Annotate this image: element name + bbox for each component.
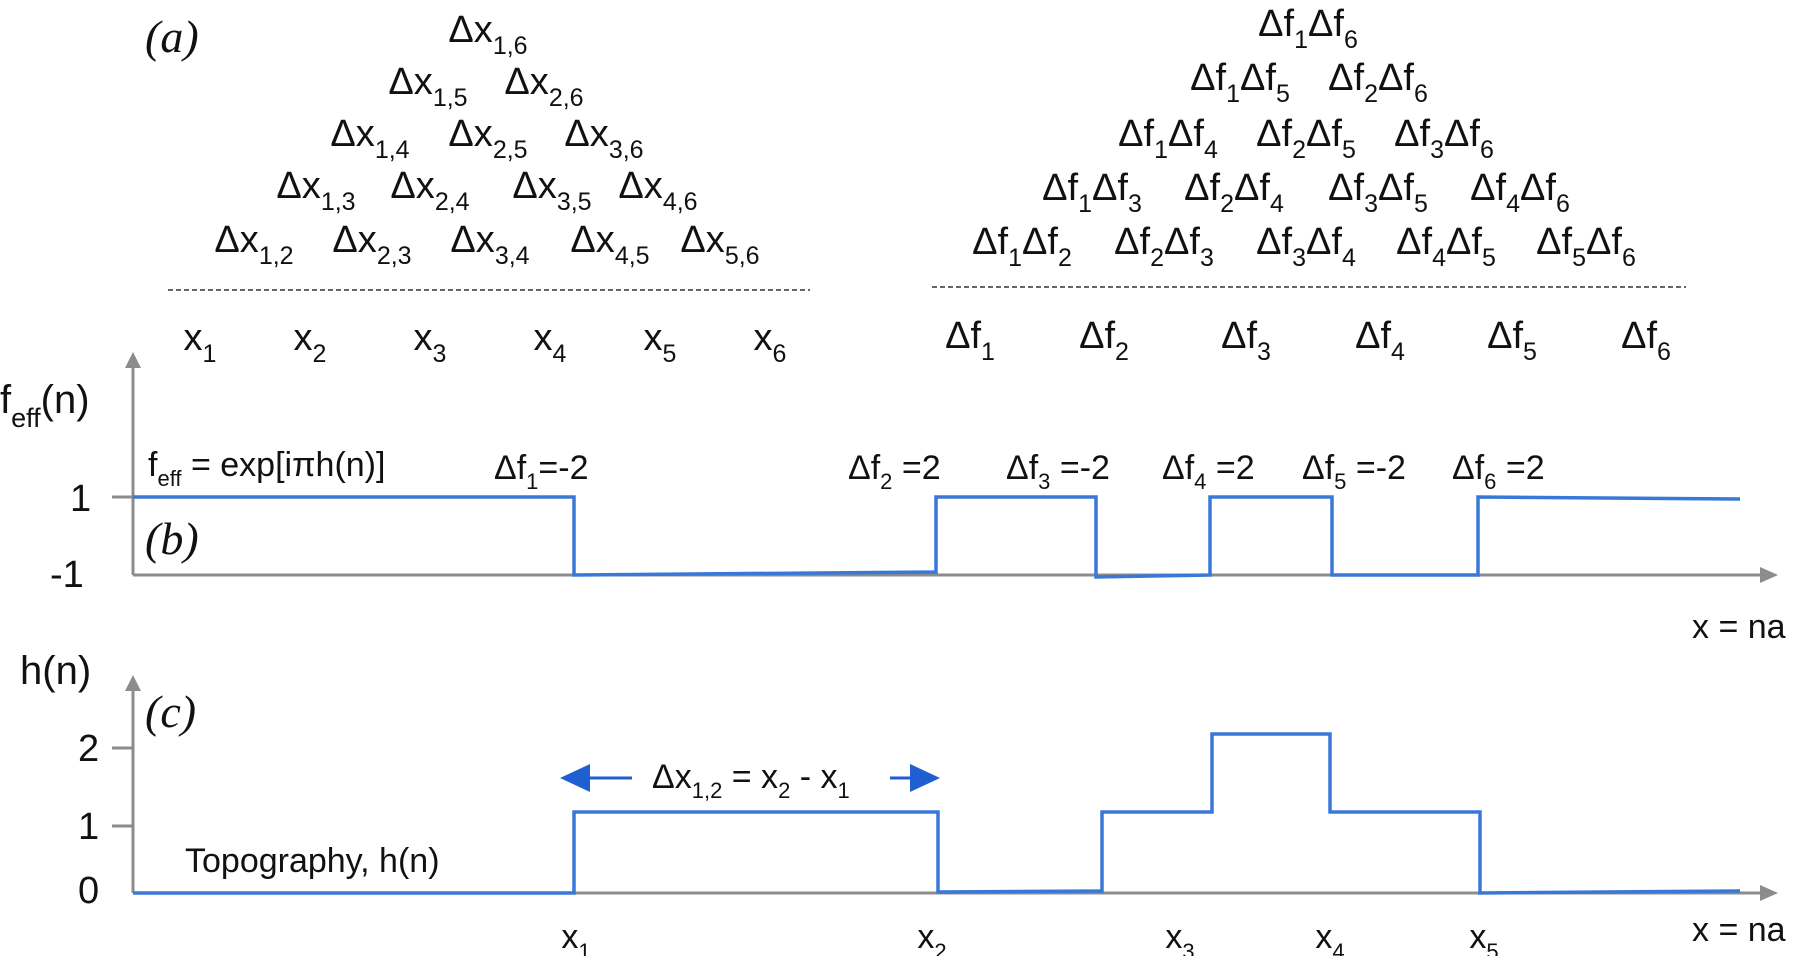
plot-b-xlabel: x = na <box>1692 608 1786 646</box>
delta-x-term: Δx1,3 <box>276 165 355 216</box>
delta-x12-span-arrow: Δx1,2 = x2 - x1 <box>560 758 940 803</box>
delta-f-label: Δf4 <box>1355 315 1405 366</box>
delta-f-product: Δf1Δf5 <box>1190 57 1290 108</box>
delta-f-step-label: Δf3 =-2 <box>1006 449 1110 494</box>
plot-c-x-arrowhead <box>1760 885 1778 901</box>
delta-x-term: Δx5,6 <box>680 219 759 270</box>
arrow-right-head <box>910 764 940 792</box>
x-position-label: x1 <box>184 317 217 368</box>
delta-f-product: Δf3Δf5 <box>1328 167 1428 218</box>
delta-x-term: Δx1,2 <box>214 219 293 270</box>
x-positions-row: x1 x2 x3 x4 x5 x6 <box>184 317 787 368</box>
x-position-label: x2 <box>294 317 327 368</box>
plot-c-ylabel: h(n) <box>20 649 91 693</box>
plot-c-x-tick-label: x5 <box>1469 918 1498 956</box>
delta-x-term: Δx4,6 <box>618 165 697 216</box>
plot-c-x-tick-label: x1 <box>561 918 590 956</box>
delta-f-step-label: Δf5 =-2 <box>1302 449 1406 494</box>
delta-f-step-label: Δf4 =2 <box>1162 449 1255 494</box>
x-position-label: x4 <box>534 317 567 368</box>
delta-f-step-label: Δf2 =2 <box>848 449 941 494</box>
plot-c-ytick-0: 0 <box>78 870 99 912</box>
delta-f-product: Δf2Δf6 <box>1328 57 1428 108</box>
delta-f-step-label: Δf6 =2 <box>1452 449 1545 494</box>
delta-f-label: Δf1 <box>945 315 995 366</box>
delta-x-term: Δx1,4 <box>330 113 409 164</box>
delta-f-product: Δf1Δf2 <box>972 221 1072 272</box>
delta-f-product: Δf4Δf5 <box>1396 221 1496 272</box>
plot-b: feff(n) feff = exp[iπh(n)] 1 -1 (b) x = … <box>0 352 1786 646</box>
plot-b-ylabel: feff(n) <box>0 378 90 433</box>
delta-f-product: Δf2Δf5 <box>1256 113 1356 164</box>
delta-f-label: Δf6 <box>1621 315 1671 366</box>
delta-f-product: Δf4Δf6 <box>1470 167 1570 218</box>
panel-label-c: (c) <box>145 686 196 737</box>
delta-x-term: Δx3,5 <box>512 165 591 216</box>
delta-x-term: Δx1,5 <box>388 61 467 112</box>
delta-x-term: Δx2,4 <box>390 165 469 216</box>
panel-label-a: (a) <box>145 11 199 62</box>
delta-x-term: Δx4,5 <box>570 219 649 270</box>
plot-c-height-signal <box>133 732 1741 895</box>
plot-c-ytick-2: 2 <box>78 728 99 770</box>
delta-x-term: Δx1,6 <box>448 9 527 60</box>
plot-b-equation: feff = exp[iπh(n)] <box>148 446 385 491</box>
delta-f-product: Δf2Δf3 <box>1114 221 1214 272</box>
delta-f-step-label: Δf1=-2 <box>494 449 589 494</box>
plot-c-y-arrowhead <box>125 675 141 691</box>
x-position-label: x5 <box>644 317 677 368</box>
delta-f-product: Δf1Δf6 <box>1258 3 1358 54</box>
plot-b-x-arrowhead <box>1760 567 1778 583</box>
delta-f-row: Δf1 Δf2 Δf3 Δf4 Δf5 Δf6 <box>945 315 1671 366</box>
arrow-left-head <box>560 764 590 792</box>
delta-x-term: Δx2,5 <box>448 113 527 164</box>
delta-x-term: Δx3,4 <box>450 219 529 270</box>
plot-c-series-label: Topography, h(n) <box>185 842 440 880</box>
delta-f-product: Δf3Δf6 <box>1394 113 1494 164</box>
delta-f-product: Δf5Δf6 <box>1536 221 1636 272</box>
delta-x12-equation: Δx1,2 = x2 - x1 <box>652 758 850 803</box>
panel-label-b: (b) <box>145 513 199 564</box>
x-position-label: x6 <box>754 317 787 368</box>
plot-b-ytick-1: 1 <box>70 478 91 520</box>
delta-f-label: Δf2 <box>1079 315 1129 366</box>
delta-f-product: Δf3Δf4 <box>1256 221 1356 272</box>
delta-x-term: Δx2,3 <box>332 219 411 270</box>
delta-f-product: Δf1Δf3 <box>1042 167 1142 218</box>
delta-f-product: Δf2Δf4 <box>1184 167 1284 218</box>
plot-c-ytick-1: 1 <box>78 806 99 848</box>
delta-f-product: Δf1Δf4 <box>1118 113 1218 164</box>
plot-b-y-arrowhead <box>125 352 141 368</box>
plot-b-step-labels: Δf1=-2 Δf2 =2 Δf3 =-2 Δf4 =2 Δf5 =-2 Δf6 =2 <box>494 449 1545 494</box>
plot-c-x-tick-label: x3 <box>1165 918 1194 956</box>
plot-c: h(n) (c) 2 1 0 Topography, h(n) x = na Δ… <box>20 649 1786 956</box>
plot-c-x-tick-labels: x1 x2 x3 x4 x5 <box>561 918 1498 956</box>
delta-f-label: Δf5 <box>1487 315 1537 366</box>
delta-x-term: Δx2,6 <box>504 61 583 112</box>
plot-c-x-tick-label: x2 <box>917 918 946 956</box>
delta-f-label: Δf3 <box>1221 315 1271 366</box>
plot-c-x-tick-label: x4 <box>1315 918 1344 956</box>
plot-b-feff-signal <box>133 495 1741 579</box>
plot-c-xlabel: x = na <box>1692 911 1786 949</box>
plot-b-ytick-minus-1: -1 <box>50 554 84 596</box>
x-position-label: x3 <box>414 317 447 368</box>
delta-x-term: Δx3,6 <box>564 113 643 164</box>
